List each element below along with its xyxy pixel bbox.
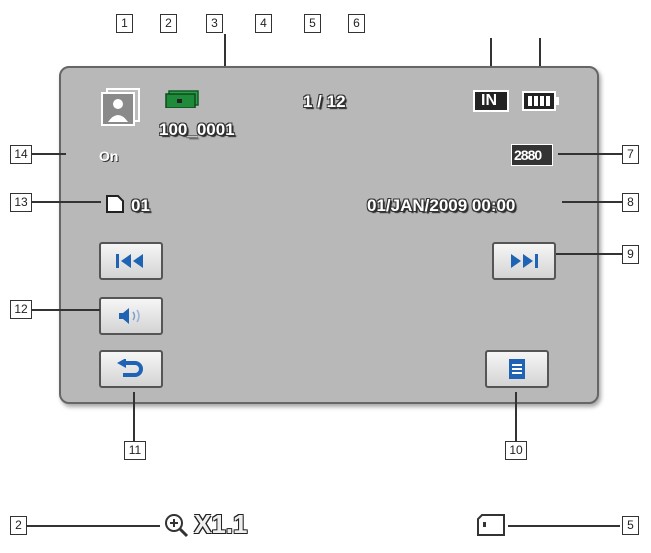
callout-2-bottom: 2 xyxy=(10,516,27,535)
callout-1: 1 xyxy=(116,14,133,33)
callout-3: 3 xyxy=(206,14,223,33)
leader-line xyxy=(27,525,160,527)
folder-file-number: 100_0001 xyxy=(159,120,235,139)
zoom-label: X1.1 xyxy=(194,509,248,539)
protect-indicator: On xyxy=(99,148,118,164)
callout-7: 7 xyxy=(622,145,639,164)
callout-10: 10 xyxy=(505,441,527,460)
leader-line xyxy=(508,525,620,527)
resolution-label: 2880 xyxy=(514,147,542,163)
resolution-icon: 2880 xyxy=(511,144,553,166)
zoom-icon xyxy=(163,512,189,543)
menu-icon xyxy=(509,359,525,379)
menu-button[interactable] xyxy=(485,350,549,388)
protect-label: On xyxy=(99,148,119,164)
callout-14: 14 xyxy=(10,145,32,164)
memory-card-icon xyxy=(165,90,199,113)
next-button[interactable] xyxy=(492,242,556,280)
previous-button[interactable] xyxy=(99,242,163,280)
image-counter: 1 / 12 xyxy=(303,92,346,111)
callout-6: 6 xyxy=(348,14,365,33)
return-icon xyxy=(117,359,143,377)
leader-line xyxy=(515,392,517,441)
date-time: 01/JAN/2009 00:00 xyxy=(367,196,516,215)
print-count: 01 xyxy=(131,196,150,215)
leader-line xyxy=(31,201,101,203)
previous-icon xyxy=(116,254,143,268)
card-outline-icon xyxy=(476,514,506,541)
callout-12: 12 xyxy=(10,300,32,319)
callout-11: 11 xyxy=(124,441,146,460)
volume-icon xyxy=(119,308,140,324)
leader-line xyxy=(539,38,541,88)
photo-thumbnail-icon xyxy=(101,88,141,131)
lcd-screen: 100_0001 1 / 12 IN 2880 On 01 01/JAN/200… xyxy=(59,66,599,404)
internal-memory-icon: IN xyxy=(473,90,509,112)
callout-13: 13 xyxy=(10,193,32,212)
leader-line xyxy=(31,153,66,155)
leader-line xyxy=(558,153,622,155)
next-icon xyxy=(511,254,538,268)
print-icon xyxy=(105,194,125,219)
callout-5-bottom: 5 xyxy=(622,516,639,535)
return-button[interactable] xyxy=(99,350,163,388)
callout-9: 9 xyxy=(622,245,639,264)
battery-icon xyxy=(522,90,560,117)
volume-button[interactable] xyxy=(99,297,163,335)
leader-line xyxy=(490,38,492,88)
callout-2: 2 xyxy=(160,14,177,33)
leader-line xyxy=(562,201,622,203)
leader-line xyxy=(133,392,135,441)
callout-4: 4 xyxy=(255,14,272,33)
leader-line xyxy=(556,253,622,255)
leader-line xyxy=(31,309,100,311)
callout-8: 8 xyxy=(622,193,639,212)
callout-5: 5 xyxy=(304,14,321,33)
storage-label: IN xyxy=(481,92,497,109)
